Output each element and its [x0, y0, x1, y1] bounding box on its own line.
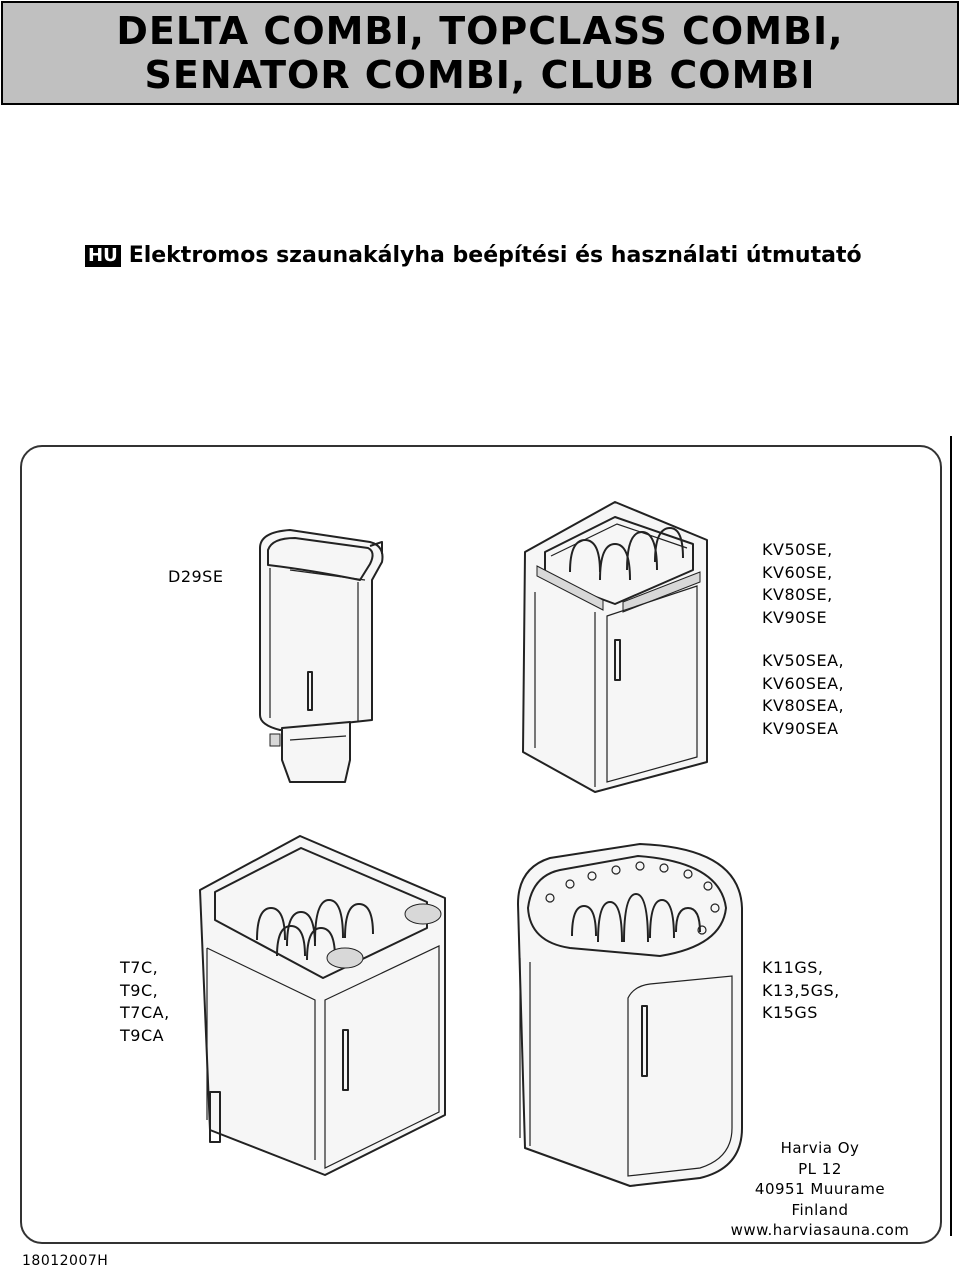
- company-po-box: PL 12: [798, 1159, 842, 1178]
- model-label: KV90SEA: [762, 718, 839, 738]
- company-city: 40951 Muurame: [754, 1180, 886, 1198]
- model-label: KV50SE,: [762, 540, 833, 559]
- company-name: Harvia Oy: [780, 1139, 860, 1157]
- t-heating-elements: [256, 899, 374, 961]
- model-list-t: T7C, T9C, T7CA, T9CA: [120, 957, 170, 1047]
- model-label: KV80SEA,: [762, 696, 845, 715]
- heater-k-illustration: [517, 843, 743, 1187]
- margin-rule: [950, 436, 952, 1236]
- model-list-kv-se: KV50SE, KV60SE, KV80SE, KV90SE: [762, 539, 833, 629]
- model-label: KV60SE,: [762, 562, 833, 582]
- model-label: KV80SE,: [762, 585, 833, 604]
- model-label: KV90SE: [762, 607, 828, 627]
- heater-t-illustration: [199, 835, 446, 1176]
- illustration-frame: [20, 445, 942, 1244]
- document-subtitle: HU Elektromos szaunakályha beépítési és …: [85, 243, 862, 268]
- model-label: T9C,: [120, 980, 159, 1000]
- document-code: 18012007H: [22, 1253, 109, 1269]
- heater-d29se-illustration: [259, 529, 384, 783]
- model-list-d29: D29SE: [168, 566, 223, 589]
- model-label: T7C,: [120, 958, 159, 977]
- k-stone-vent-holes: [545, 861, 720, 935]
- model-label: K15GS: [762, 1003, 818, 1022]
- company-address: Harvia Oy PL 12 40951 Muurame Finland ww…: [715, 1138, 925, 1241]
- model-label: D29SE: [168, 567, 224, 586]
- model-label: K11GS,: [762, 958, 824, 977]
- model-list-k: K11GS, K13,5GS, K15GS: [762, 957, 840, 1025]
- kv-heating-elements: [569, 527, 684, 581]
- model-label: KV50SEA,: [762, 651, 845, 670]
- company-country: Finland: [791, 1200, 849, 1219]
- model-label: KV60SEA,: [762, 673, 845, 693]
- language-badge: HU: [85, 244, 121, 267]
- title-banner: DELTA COMBI, TOPCLASS COMBI, SENATOR COM…: [1, 1, 959, 105]
- model-list-kv-sea: KV50SEA, KV60SEA, KV80SEA, KV90SEA: [762, 650, 844, 740]
- heater-kv-illustration: [522, 501, 708, 793]
- title-line-2: SENATOR COMBI, CLUB COMBI: [144, 53, 816, 97]
- kv-vent-grille: [536, 565, 701, 613]
- title-line-1: DELTA COMBI, TOPCLASS COMBI,: [116, 9, 844, 53]
- company-website: www.harviasauna.com: [730, 1221, 910, 1239]
- subtitle-text: Elektromos szaunakályha beépítési és has…: [128, 243, 862, 268]
- model-label: T7CA,: [120, 1003, 170, 1022]
- model-label: K13,5GS,: [762, 980, 840, 1000]
- k-heating-elements: [571, 893, 701, 943]
- model-label: T9CA: [120, 1025, 165, 1045]
